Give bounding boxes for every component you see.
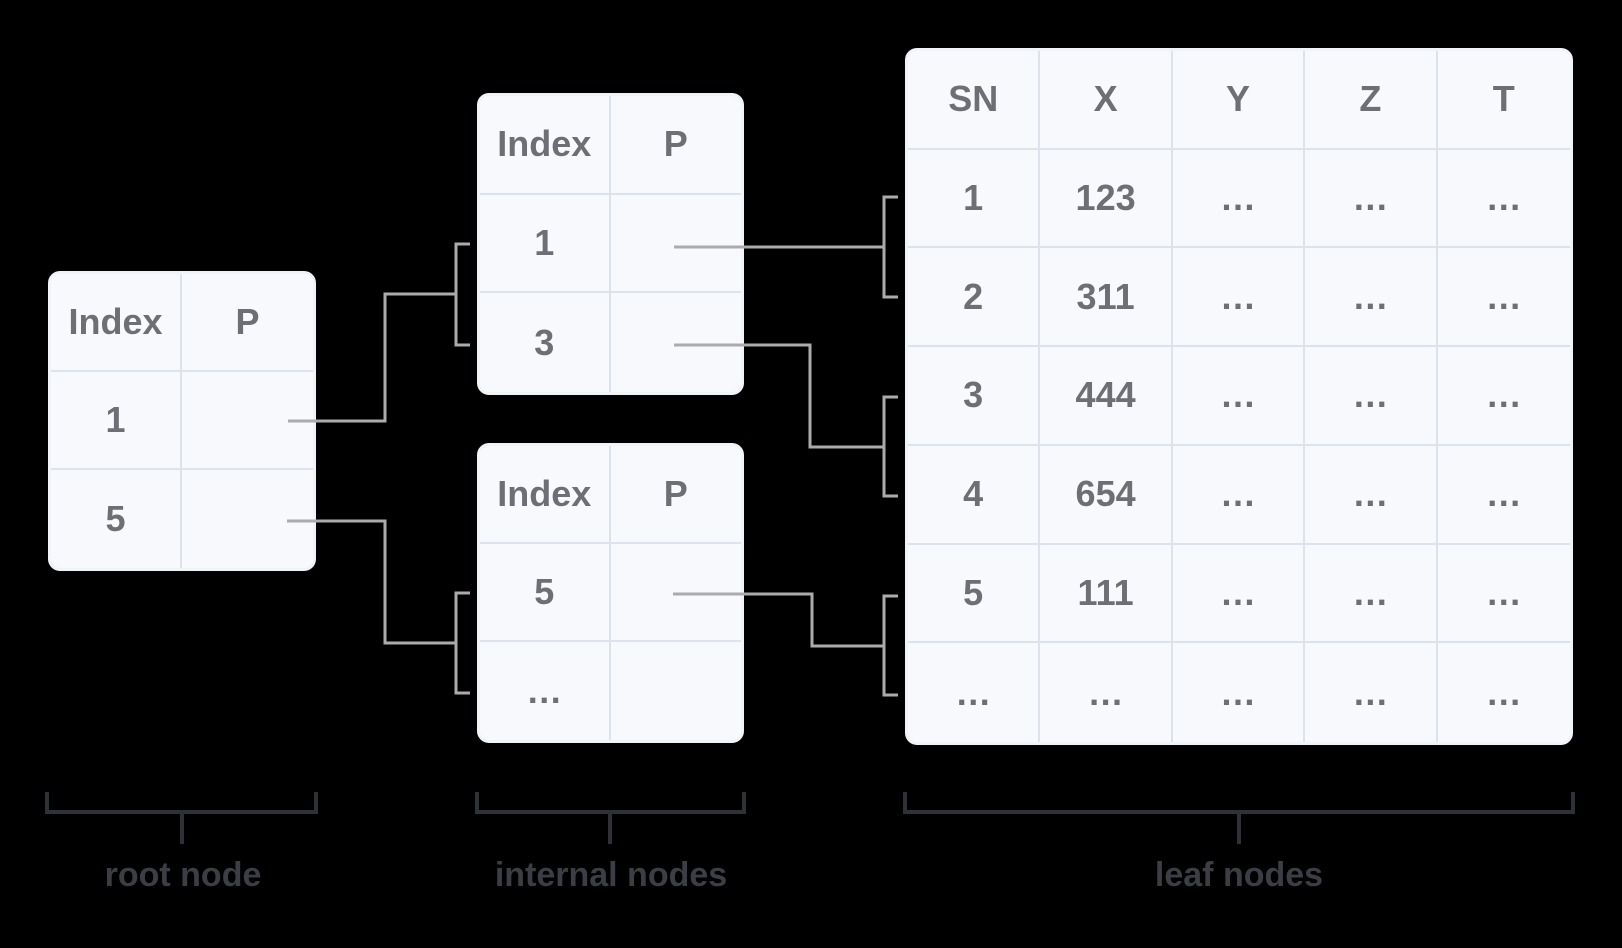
table-cell: 5: [908, 544, 1041, 644]
table-cell: …: [1437, 248, 1570, 348]
table-cell: 3: [480, 293, 611, 392]
table-cell: …: [1172, 445, 1306, 545]
header-cell: Index: [480, 446, 611, 544]
table-cell: 4: [908, 445, 1041, 545]
table-cell: …: [1172, 248, 1306, 348]
table-cell: 1: [51, 372, 182, 470]
fanout-bracket-leaf-rows-1-2: [882, 195, 898, 299]
table-cell: 3: [908, 347, 1041, 446]
fanout-bracket-internal-top: [454, 242, 470, 347]
internal-node-table-bottom: Index P 5 …: [477, 443, 744, 743]
table-cell: …: [1172, 347, 1306, 446]
table-cell: …: [1305, 643, 1438, 742]
table-cell: [182, 470, 313, 568]
table-cell: …: [1173, 643, 1306, 742]
table-cell: …: [1437, 347, 1570, 446]
table-cell: [610, 195, 741, 294]
table-cell: …: [1305, 149, 1438, 249]
table-cell: 1: [908, 149, 1041, 249]
root-node-table: Index P 1 5: [48, 271, 316, 571]
root-node-label: root node: [104, 856, 262, 894]
table-cell: …: [1305, 347, 1438, 446]
table-cell: …: [908, 643, 1041, 742]
table-cell: [611, 642, 742, 740]
table-cell: 5: [480, 544, 611, 642]
header-cell: T: [1437, 51, 1570, 150]
table-cell: …: [1437, 446, 1570, 545]
table-cell: …: [1172, 544, 1306, 644]
header-cell: X: [1040, 51, 1173, 150]
table-cell: …: [1437, 150, 1570, 249]
leaf-node-table: SN X Y Z T 1 123 … … … 2 311 … … … 3 444…: [905, 48, 1573, 745]
fanout-bracket-leaf-rows-5-6: [882, 594, 898, 697]
table-cell: 1: [480, 194, 611, 294]
table-cell: 123: [1040, 149, 1173, 249]
table-cell: …: [1040, 643, 1173, 742]
internal-node-table-top: Index P 1 3: [477, 93, 744, 395]
table-cell: 444: [1040, 347, 1173, 446]
header-cell: SN: [908, 51, 1041, 150]
table-cell: …: [1305, 445, 1438, 545]
leaf-nodes-label: leaf nodes: [1154, 856, 1324, 894]
header-cell: P: [182, 274, 313, 372]
table-cell: …: [1172, 149, 1306, 249]
table-cell: [611, 293, 742, 392]
group-bracket-leaf-nodes: [903, 792, 1575, 844]
header-cell: Index: [51, 274, 182, 372]
table-cell: 111: [1040, 544, 1173, 644]
table-cell: …: [480, 642, 611, 740]
table-cell: 654: [1040, 445, 1173, 545]
group-bracket-root-node: [45, 792, 318, 844]
table-cell: …: [1485, 671, 1522, 713]
fanout-bracket-internal-bottom: [454, 591, 470, 695]
table-cell: …: [1305, 248, 1438, 348]
header-cell: Z: [1305, 51, 1438, 150]
header-cell: P: [610, 96, 741, 195]
header-cell: P: [610, 446, 741, 544]
table-cell: 5: [51, 470, 182, 568]
table-cell: …: [1305, 544, 1438, 644]
table-cell: 2: [908, 248, 1041, 348]
header-cell: Index: [480, 96, 611, 195]
header-cell: Y: [1172, 51, 1306, 150]
group-bracket-internal-nodes: [475, 792, 746, 844]
fanout-bracket-leaf-rows-3-4: [882, 395, 898, 498]
table-cell: [182, 372, 313, 470]
internal-nodes-label: internal nodes: [494, 856, 728, 894]
table-cell: [610, 544, 741, 642]
table-cell: 311: [1040, 248, 1173, 348]
table-cell: …: [1437, 545, 1570, 644]
